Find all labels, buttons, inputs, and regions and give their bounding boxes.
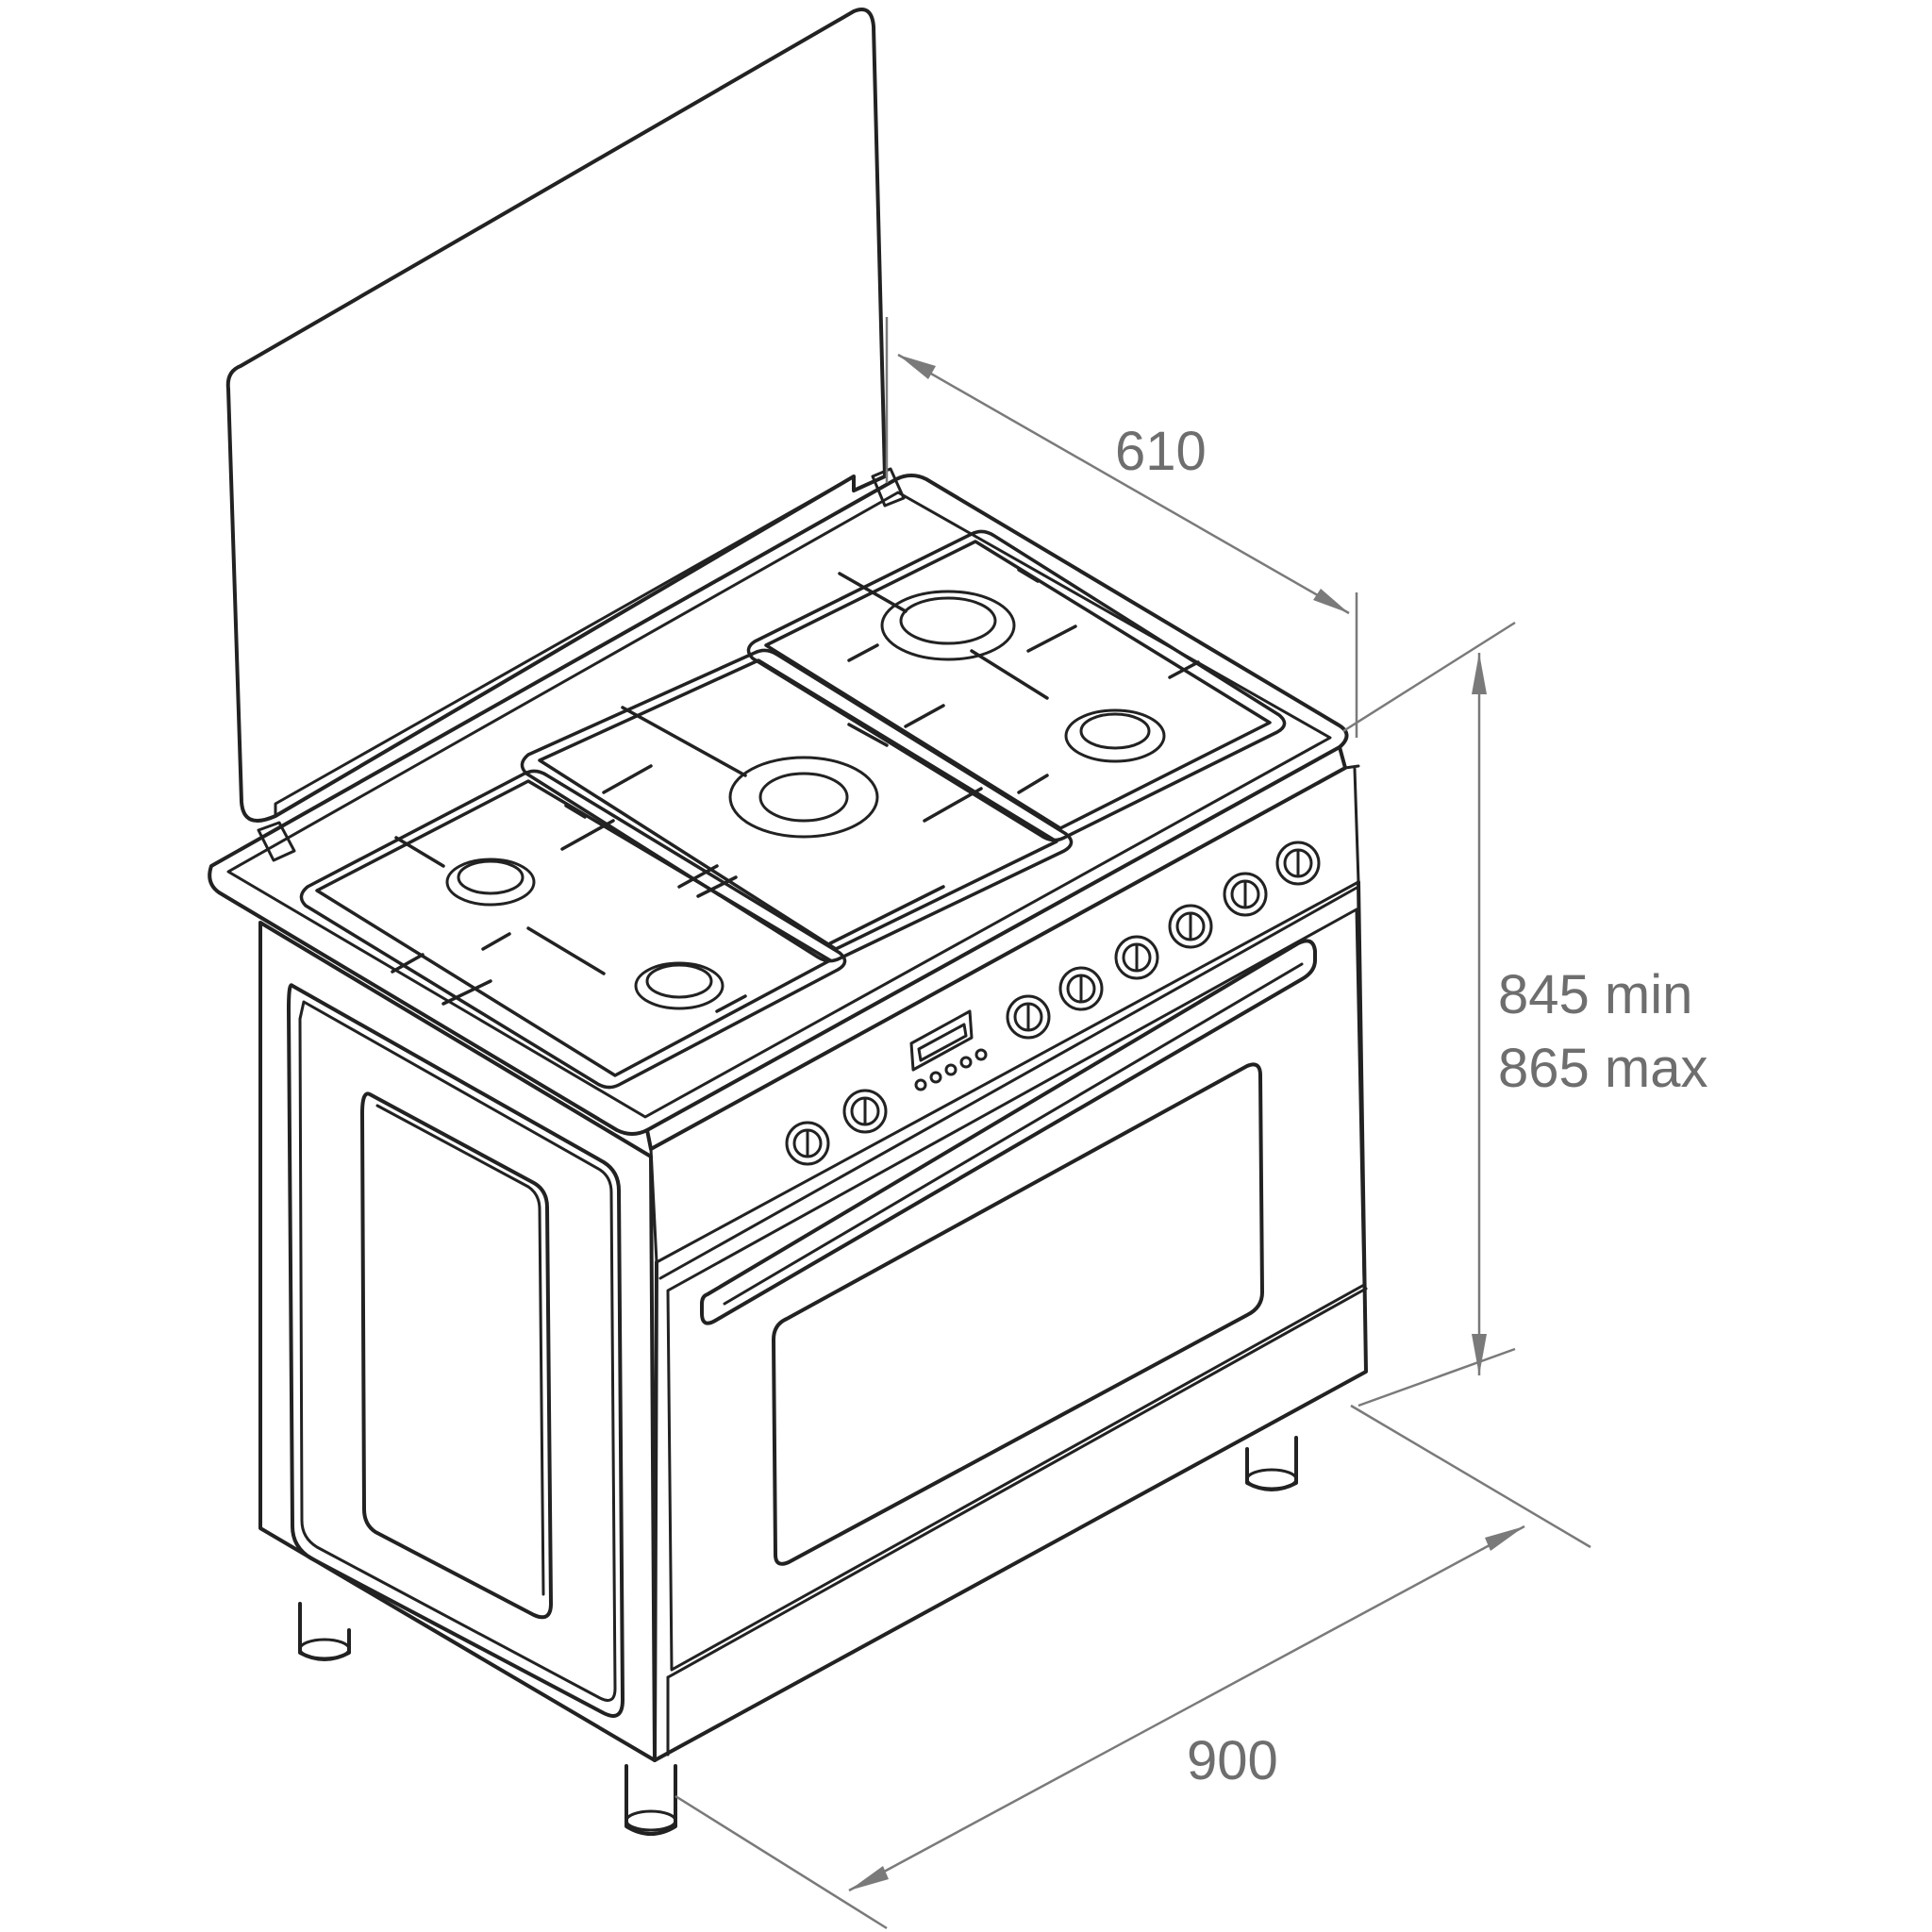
knob-2[interactable]	[842, 1089, 888, 1134]
side-panel-inset	[287, 983, 625, 1718]
grate-middle	[520, 648, 1074, 963]
knob-8[interactable]	[1275, 841, 1321, 886]
knob-1[interactable]	[785, 1121, 830, 1166]
height-min-label: 845 min	[1498, 964, 1692, 1025]
lid-hinge-right	[871, 467, 906, 508]
timer-display	[909, 1009, 974, 1072]
burner-back-left	[634, 961, 724, 1010]
grate-left	[299, 769, 847, 1090]
foot-front-left	[625, 1764, 677, 1836]
foot-front-right	[1245, 1436, 1298, 1491]
glass-lid	[225, 8, 887, 823]
knob-5[interactable]	[1114, 935, 1159, 980]
oven-door	[666, 908, 1366, 1672]
burner-front-right	[1064, 708, 1166, 763]
oven-window	[772, 1062, 1264, 1566]
dimension-width: 900	[675, 1404, 1591, 1930]
width-label: 900	[1187, 1730, 1278, 1791]
dimension-height: 845 min 865 max	[1342, 621, 1707, 1407]
dimension-depth: 610	[885, 317, 1358, 738]
height-max-label: 865 max	[1498, 1038, 1707, 1099]
depth-label: 610	[1115, 421, 1207, 482]
grate-right	[746, 529, 1287, 842]
knob-7[interactable]	[1223, 872, 1268, 917]
control-panel	[645, 745, 1360, 1264]
burner-front-left	[445, 858, 536, 907]
burner-wok	[728, 756, 879, 839]
knob-6[interactable]	[1168, 904, 1213, 949]
burner-back-right	[880, 590, 1016, 661]
timer-buttons[interactable]	[914, 1048, 988, 1091]
foot-back-left	[298, 1602, 351, 1661]
side-window	[360, 1091, 553, 1620]
oven-handle[interactable]	[700, 939, 1317, 1325]
knob-4[interactable]	[1058, 966, 1104, 1011]
cooker-body	[258, 880, 1368, 1762]
knob-3[interactable]	[1006, 994, 1051, 1040]
